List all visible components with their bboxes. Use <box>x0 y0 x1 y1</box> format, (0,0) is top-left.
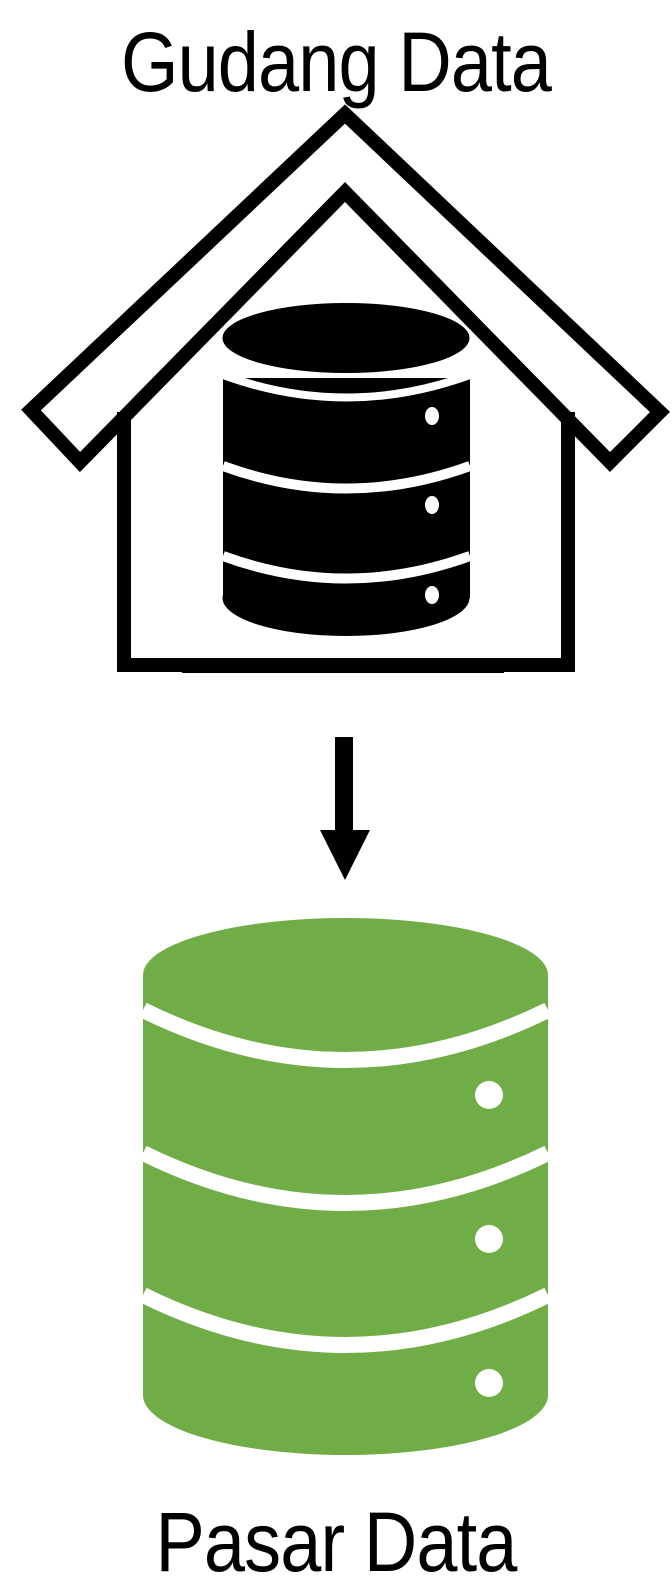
data-mart-label: Pasar Data <box>155 1495 518 1589</box>
data-mart-database-icon <box>139 918 552 1455</box>
arrow-down-icon <box>320 737 370 880</box>
house-icon <box>21 104 671 673</box>
warehouse-database-icon <box>221 303 472 636</box>
data-warehouse-label: Gudang Data <box>120 15 552 109</box>
